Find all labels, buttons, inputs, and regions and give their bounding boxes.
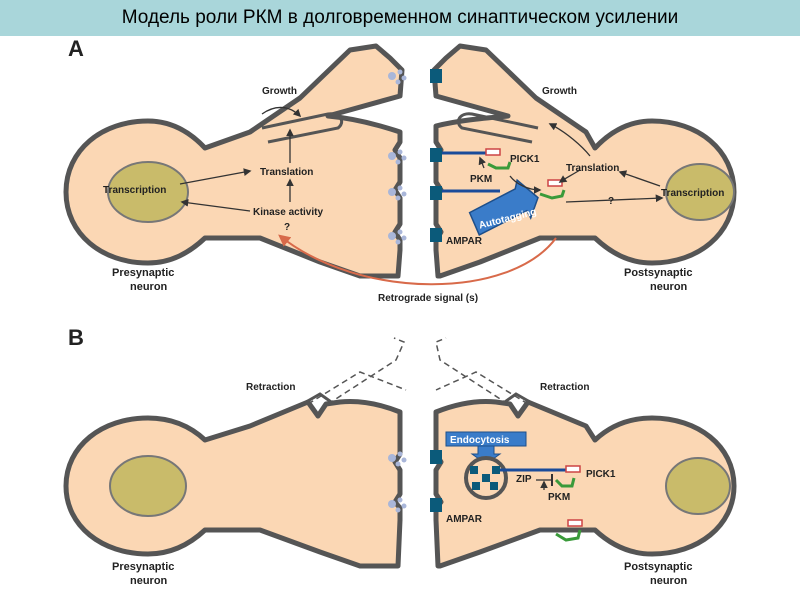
ampar-receptors-b <box>430 450 442 512</box>
slide-title: Модель роли РКМ в долговременном синапти… <box>121 7 679 28</box>
free-pick1-pkm-b <box>555 519 583 542</box>
synaptic-vesicles-b <box>388 451 407 513</box>
presynaptic-label-a-1: Presynaptic <box>112 267 174 279</box>
question-right-label: ? <box>608 196 614 207</box>
postsynaptic-label-b-2: neuron <box>650 575 688 587</box>
postsynaptic-nucleus-a <box>665 163 735 221</box>
presynaptic-label-b-1: Presynaptic <box>112 561 174 573</box>
endocytosis-label: Endocytosis <box>450 435 510 446</box>
postsynaptic-label-a-2: neuron <box>650 281 688 293</box>
translation-left-label: Translation <box>260 167 313 178</box>
transcription-left-label: Transcription <box>103 185 166 196</box>
postsynaptic-label-b-1: Postsynaptic <box>624 561 692 573</box>
presynaptic-label-b-2: neuron <box>130 575 168 587</box>
postsynaptic-nucleus-b <box>665 457 731 515</box>
kinase-activity-label: Kinase activity <box>253 207 323 218</box>
retrograde-signal-arrow <box>278 234 557 286</box>
arrows-a <box>179 106 664 212</box>
retraction-right-label: Retraction <box>540 382 589 393</box>
presynaptic-label-a-2: neuron <box>130 281 168 293</box>
panel-b-letter: B <box>68 325 84 350</box>
postsynaptic-label-a-1: Postsynaptic <box>624 267 692 279</box>
pick1-pkm-complex-a <box>485 148 566 200</box>
autotagging-arrow <box>468 178 539 236</box>
synapse-diagram: A <box>63 36 737 587</box>
title-bar <box>0 0 800 36</box>
presynaptic-neuron-b <box>63 337 407 569</box>
ampar-receptors-a <box>430 69 442 242</box>
synaptic-vesicles-a <box>388 69 407 245</box>
presynaptic-nucleus-a <box>107 161 189 223</box>
presynaptic-nucleus-b <box>109 455 187 517</box>
translation-right-label: Translation <box>566 163 619 174</box>
pick1-label-b: PICK1 <box>586 469 616 480</box>
endocytosis-complex <box>445 431 581 500</box>
panel-a-letter: A <box>68 36 84 61</box>
pkm-label-b: PKM <box>548 492 570 503</box>
pkm-label-a: PKM <box>470 174 492 185</box>
transcription-right-label: Transcription <box>661 188 724 199</box>
retraction-left-label: Retraction <box>246 382 295 393</box>
pick1-label-a: PICK1 <box>510 154 540 165</box>
ampar-label-b: AMPAR <box>446 514 483 525</box>
question-left-label: ? <box>284 222 290 233</box>
retrograde-signal-label: Retrograde signal (s) <box>378 293 478 304</box>
growth-left-label: Growth <box>262 86 297 97</box>
zip-label: ZIP <box>516 474 532 485</box>
growth-right-label: Growth <box>542 86 577 97</box>
ampar-label-a: AMPAR <box>446 236 483 247</box>
presynaptic-neuron-a <box>63 43 405 279</box>
